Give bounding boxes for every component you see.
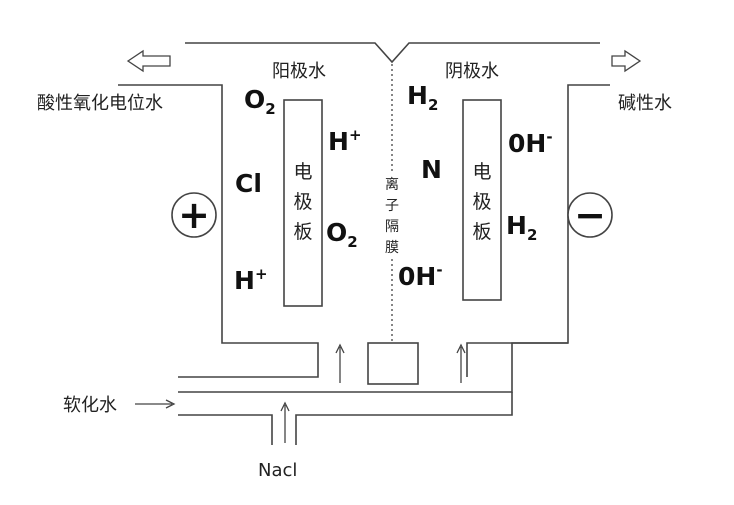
soft-water-arrow-icon: [135, 399, 176, 409]
acid-water-label: 酸性氧化电位水: [37, 93, 163, 114]
left-plate-char-1: 电: [293, 161, 312, 183]
cathode-water-label: 阴极水: [445, 61, 499, 82]
species-oh-mid: 0H-: [508, 128, 553, 158]
flow-arrow-left-icon: [335, 343, 345, 383]
species-n: N: [421, 155, 442, 184]
lower-channel-top: [178, 342, 568, 393]
species-hplus-mid: H+: [328, 126, 362, 156]
negative-symbol: −: [574, 193, 606, 237]
positive-symbol: +: [178, 193, 210, 237]
lower-channel-bottom: [178, 414, 273, 445]
right-plate-char-2: 极: [472, 191, 491, 213]
species-h2-low: H2: [506, 211, 537, 244]
right-plate-char-3: 板: [472, 221, 491, 243]
membrane-char-2: 子: [385, 198, 399, 214]
anode-water-label: 阳极水: [272, 61, 326, 82]
lower-channel-bottom-right: [295, 392, 513, 445]
top-cover-line: [185, 42, 600, 64]
flow-arrow-right-icon: [456, 343, 466, 383]
alkaline-water-label: 碱性水: [618, 93, 672, 114]
left-plate-char-3: 板: [293, 221, 312, 243]
species-o2-low: O2: [326, 218, 358, 251]
species-o2-top: O2: [244, 85, 276, 118]
species-hplus-low: H+: [234, 265, 268, 295]
right-electrode-plate: [462, 99, 502, 301]
right-plate-char-1: 电: [472, 161, 491, 183]
left-plate-char-2: 极: [293, 191, 312, 213]
nacl-label: Nacl: [258, 460, 297, 481]
nacl-inflow-arrow-icon: [280, 401, 290, 443]
right-outflow-arrow-icon: [611, 49, 642, 73]
membrane-char-3: 隔: [385, 219, 399, 235]
left-chamber-wall: [118, 84, 319, 378]
species-oh-low: 0H-: [398, 261, 443, 291]
membrane-label-bg: [383, 174, 401, 258]
membrane-char-1: 离: [385, 176, 399, 193]
membrane-char-4: 膜: [385, 240, 399, 256]
species-cl: Cl: [235, 169, 262, 198]
positive-electrode-icon: +: [171, 192, 217, 238]
negative-electrode-icon: −: [567, 192, 613, 238]
soft-water-label: 软化水: [63, 395, 117, 416]
center-box: [367, 342, 419, 385]
species-h2-top: H2: [407, 81, 438, 114]
left-outflow-arrow-icon: [126, 49, 171, 73]
left-electrode-plate: [283, 99, 323, 307]
